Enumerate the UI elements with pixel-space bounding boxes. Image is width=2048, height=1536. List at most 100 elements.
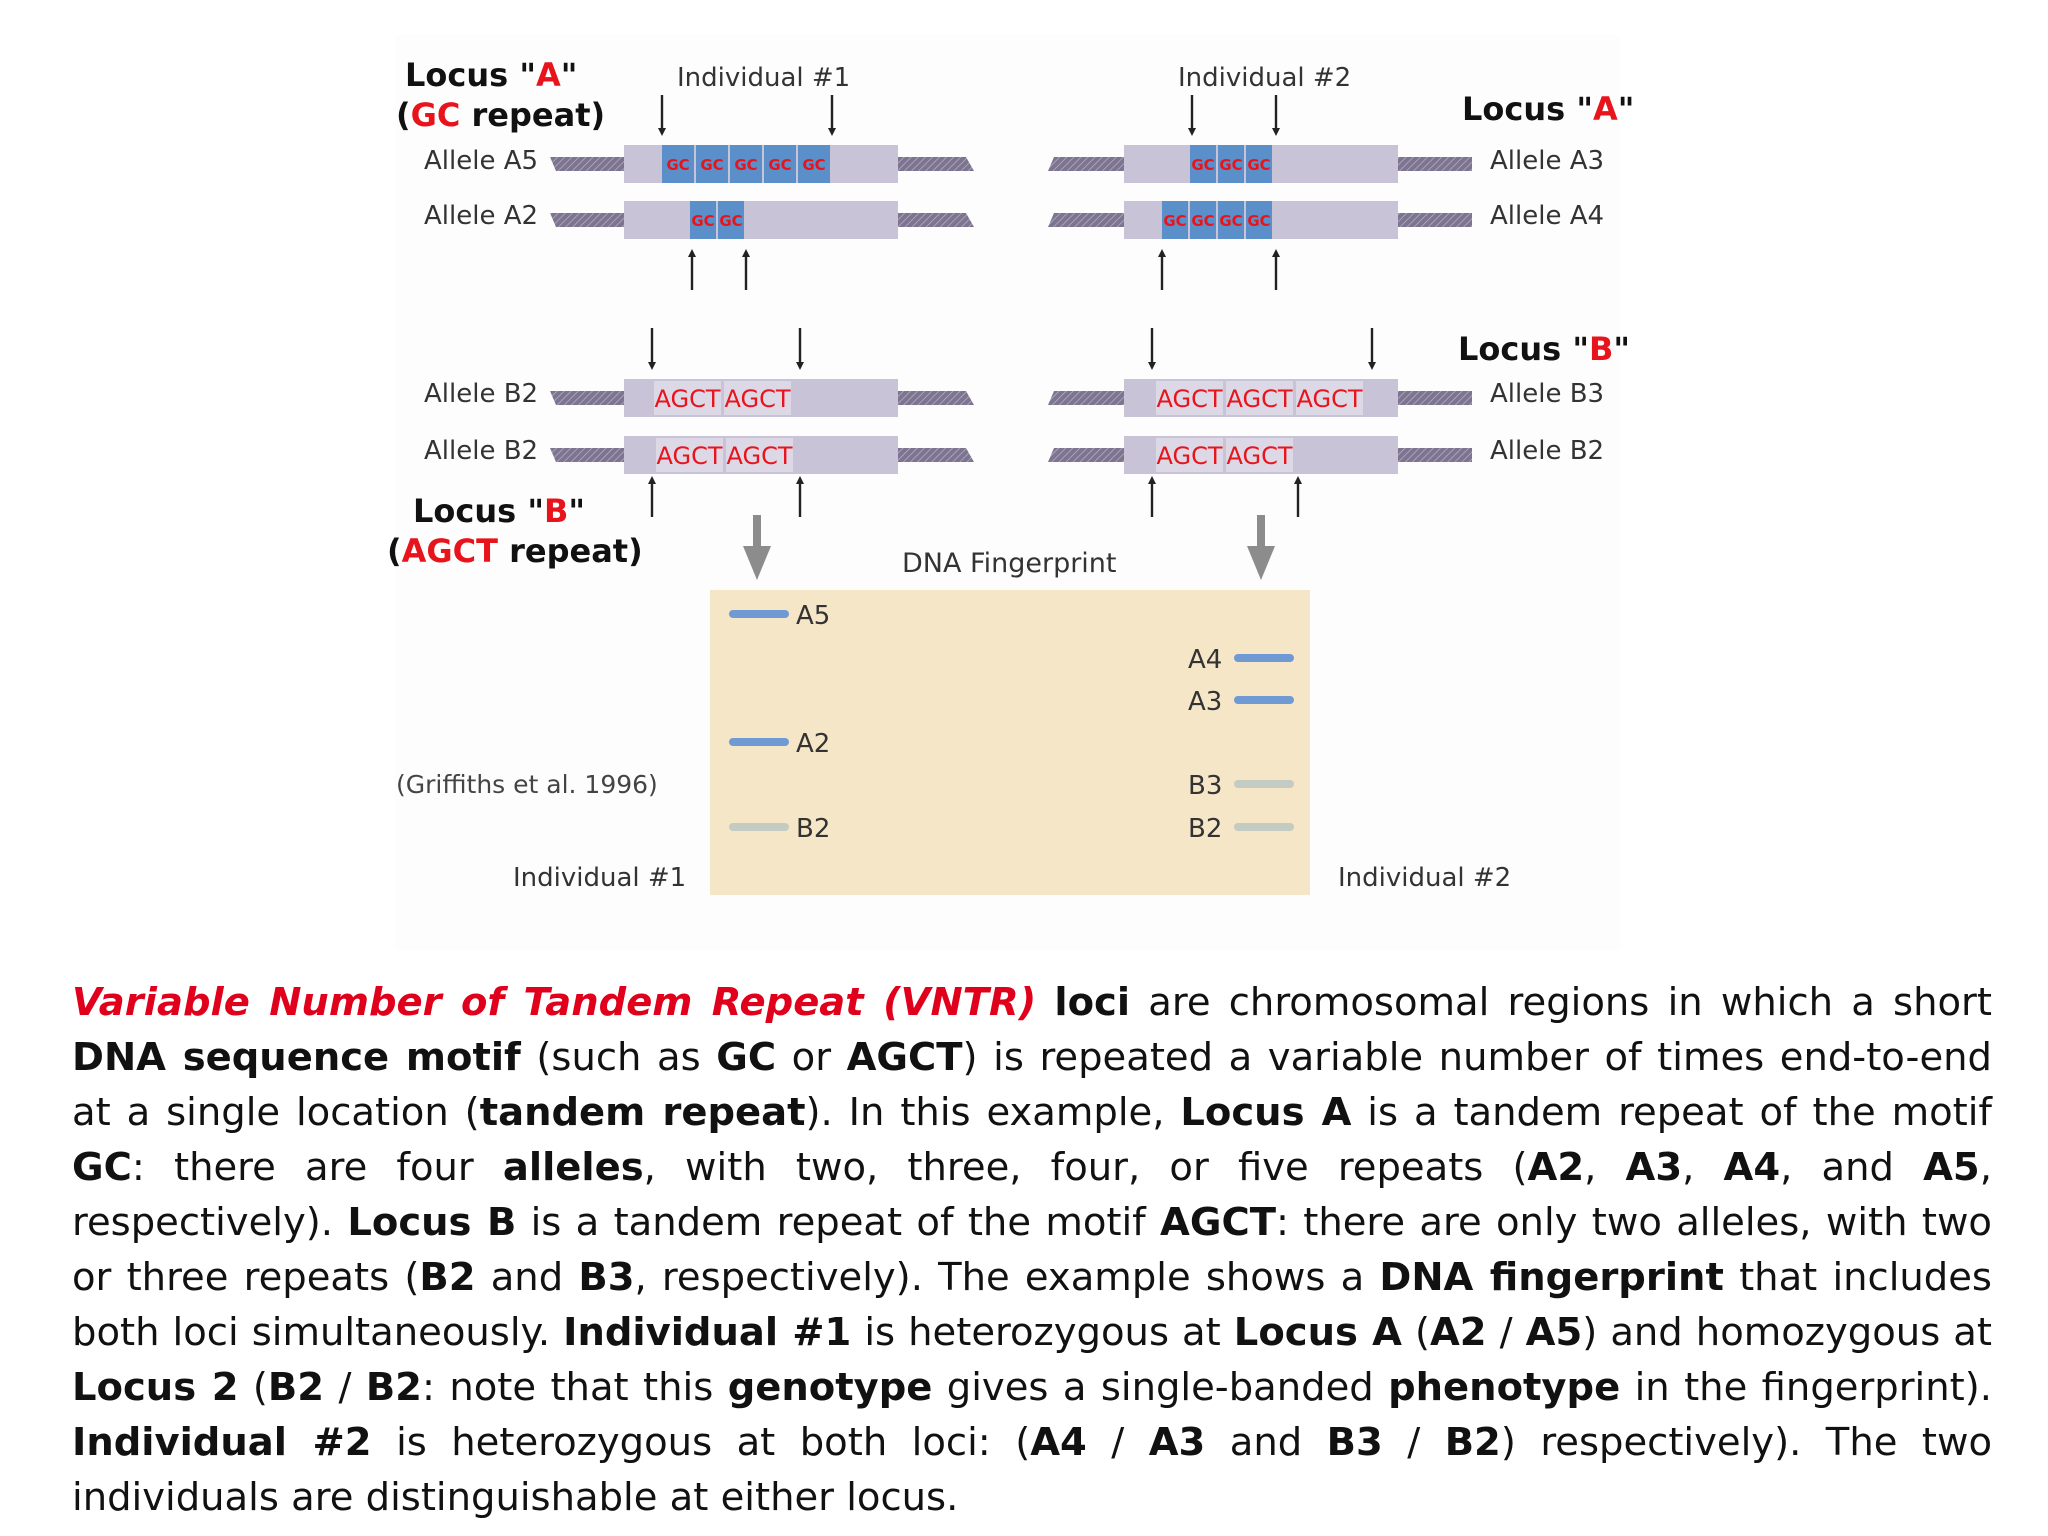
caption-bold: Locus 2 [72,1365,239,1410]
repeat-unit-label: AGCT [654,385,720,413]
gc-repeat-unit: GC [1190,145,1216,183]
gc-repeat-unit: GC [696,145,728,183]
repeat-unit-label: AGCT [1156,385,1222,413]
gc-repeat-unit: GC [1246,145,1272,183]
agct-repeat-unit: AGCT [654,381,721,415]
repeat-unit-label: AGCT [1296,385,1362,413]
caption-text: : note that this [421,1365,728,1410]
agct-repeat-unit: AGCT [724,381,791,415]
repeat-unit-label: GC [768,156,791,174]
caption-text: are chromosomal regions in which a short [1130,980,1992,1025]
caption-text: , [1584,1145,1626,1190]
band-label-a4: A4 [1188,645,1222,675]
allele-label: Allele B2 [424,379,538,409]
repeat-unit-label: GC [1247,212,1270,230]
allele-label: Allele B3 [1490,379,1604,409]
caption-bold: GC [716,1035,777,1080]
agct-repeat-unit: AGCT [1226,381,1293,415]
caption-bold: alleles [502,1145,644,1190]
repeat-unit-label: AGCT [656,442,722,470]
caption-text: , with two, three, four, or five repeats… [643,1145,1528,1190]
band-label-a5: A5 [796,601,830,631]
caption-text: gives a single-banded [932,1365,1389,1410]
locus-b-left-title: Locus "B" [413,492,585,530]
allele-label: Allele B2 [1490,436,1604,466]
agct-repeat-unit: AGCT [1156,381,1223,415]
locus-b-right-title: Locus "B" [1458,330,1630,368]
locus-a-left-title: Locus "A" [405,56,577,94]
caption-bold: Locus A [1180,1090,1352,1135]
repeat-unit-label: GC [1247,156,1270,174]
allele-label: Allele A5 [424,146,538,176]
gel-arrows [743,515,1275,580]
repeat-unit-label: GC [691,212,714,230]
band-label-b2-right: B2 [1188,814,1222,844]
repeat-unit-label: GC [719,212,742,230]
repeat-unit-label: AGCT [1226,442,1292,470]
caption-text: is heterozygous at [851,1310,1234,1355]
repeat-unit-label: AGCT [1226,385,1292,413]
caption-text: , respectively). The example shows a [634,1255,1380,1300]
caption-paragraph: Variable Number of Tandem Repeat (VNTR) … [72,975,1992,1525]
caption-bold: A3 [1148,1420,1206,1465]
caption-text: that includes both loci simultaneously. [72,1255,1992,1355]
caption-text: ) and homozygous at [1582,1310,1992,1355]
caption-bold: B3 [1326,1420,1383,1465]
caption-bold: A5 [1525,1310,1583,1355]
repeat-unit-label: AGCT [1156,442,1222,470]
band-label-a2: A2 [796,729,830,759]
vntr-term: Variable Number of Tandem Repeat (VNTR) [72,980,1037,1025]
allele-label: Allele A4 [1490,201,1604,231]
gel-bands [729,610,1294,831]
caption-text: : there are only two alleles, with two o… [72,1200,1992,1300]
caption-text: is a tandem repeat of the motif [516,1200,1161,1245]
repeat-unit-label: AGCT [724,385,790,413]
gc-repeat-unit: GC [1162,201,1188,239]
caption-bold: phenotype [1388,1365,1621,1410]
repeat-unit-label: AGCT [726,442,792,470]
repeat-unit-label: GC [1163,212,1186,230]
allele-label: Allele B2 [424,436,538,466]
band-label-a3: A3 [1188,687,1222,717]
gc-repeat-unit: GC [718,201,744,239]
caption-text: ). In this example, [805,1090,1181,1135]
repeat-unit-label: GC [700,156,723,174]
individual2-top-label: Individual #2 [1178,63,1351,93]
agct-repeat-unit: AGCT [726,438,793,472]
caption-text: ) is repeated a variable number of times… [72,1035,1992,1135]
caption-bold: B2 [365,1365,422,1410]
caption-text: , and [1780,1145,1924,1190]
chromosome-ind1-a2 [550,201,974,239]
caption-text: ) respectively). The two individuals are… [72,1420,1992,1520]
fingerprint-title: DNA Fingerprint [902,548,1117,579]
allele-label: Allele A2 [424,201,538,231]
band-label-b3: B3 [1188,771,1222,801]
caption-bold: genotype [727,1365,933,1410]
repeat-unit-label: GC [666,156,689,174]
caption-text: / [1086,1420,1149,1465]
caption-bold: AGCT [846,1035,963,1080]
caption-bold: B3 [578,1255,635,1300]
gc-repeat-unit: GC [1218,145,1244,183]
caption-text: , [1682,1145,1724,1190]
repeat-unit-label: GC [802,156,825,174]
caption-text: (such as [520,1035,717,1080]
caption-text: / [1382,1420,1445,1465]
gc-repeat-unit: GC [764,145,796,183]
caption-text: or [776,1035,847,1080]
caption-bold: Individual #1 [563,1310,852,1355]
caption-bold: A2 [1527,1145,1585,1190]
caption-bold: Locus B [347,1200,517,1245]
locus-b-left-subtitle: (AGCT repeat) [387,532,643,570]
gc-repeat-unit: GC [730,145,762,183]
agct-repeat-unit: AGCT [1156,438,1223,472]
repeat-unit-label: GC [1219,156,1242,174]
caption-text: is heterozygous at both loci: ( [371,1420,1031,1465]
agct-repeat-unit: AGCT [1226,438,1293,472]
gc-repeat-unit: GC [662,145,694,183]
caption-bold: B2 [419,1255,476,1300]
caption-text: / [324,1365,366,1410]
caption-bold: B2 [267,1365,325,1410]
